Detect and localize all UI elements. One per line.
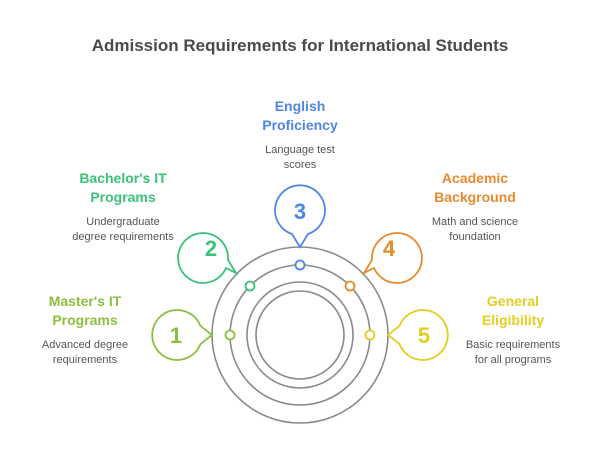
- item-heading-5-line2: Eligibility: [481, 312, 545, 328]
- bubble-number-1: 1: [170, 323, 182, 348]
- item-heading-3-line2: Proficiency: [262, 117, 338, 133]
- item-desc-4-line2: foundation: [449, 231, 501, 243]
- number-bubble-1: [151, 309, 214, 361]
- inner-ring: [255, 290, 345, 380]
- item-heading-1-line2: Programs: [52, 312, 118, 328]
- item-heading-2-line2: Programs: [90, 189, 156, 205]
- item-label-4: Academic Background Math and science fou…: [410, 169, 540, 245]
- item-heading-4-line1: Academic: [441, 170, 509, 186]
- item-desc-2-line2: degree requirements: [72, 231, 174, 243]
- item-heading-3-line1: English: [274, 98, 326, 114]
- item-label-5: General Eligibility Basic requirements f…: [448, 292, 578, 368]
- bubble-number-2: 2: [205, 236, 217, 261]
- item-desc-5-line1: Basic requirements: [465, 339, 561, 351]
- item-desc-2-line1: Undergraduate: [86, 216, 160, 228]
- number-bubble-3: [274, 184, 326, 249]
- bubble-number-4: 4: [383, 236, 396, 261]
- bubble-number-3: 3: [294, 199, 306, 224]
- item-desc-1-line2: requirements: [52, 354, 118, 366]
- marker-dot-4: [344, 280, 356, 292]
- marker-dot-1: [224, 329, 236, 341]
- marker-dot-3: [294, 259, 306, 271]
- item-desc-3-line2: scores: [283, 159, 317, 171]
- number-bubble-2: [177, 232, 239, 284]
- third-ring: [246, 281, 354, 389]
- item-label-1: Master's IT Programs Advanced degree req…: [20, 292, 150, 368]
- diagram-title: Admission Requirements for International…: [91, 36, 509, 55]
- item-label-3: English Proficiency Language test scores: [235, 97, 365, 173]
- number-bubble-5: [386, 309, 449, 361]
- outer-ring: [211, 246, 389, 424]
- item-label-2: Bachelor's IT Programs Undergraduate deg…: [58, 169, 188, 245]
- item-desc-3-line1: Language test: [265, 144, 335, 156]
- marker-dot-2: [244, 280, 256, 292]
- number-bubble-4: [361, 232, 423, 284]
- item-desc-1-line1: Advanced degree: [41, 339, 129, 351]
- item-desc-4-line1: Math and science: [431, 216, 519, 228]
- marker-dot-5: [364, 329, 376, 341]
- bubble-number-5: 5: [418, 323, 430, 348]
- item-heading-2-line1: Bachelor's IT: [79, 170, 167, 186]
- item-heading-5-line1: General: [486, 293, 540, 309]
- item-desc-5-line2: for all programs: [474, 354, 552, 366]
- item-heading-4-line2: Background: [434, 189, 516, 205]
- item-heading-1-line1: Master's IT: [48, 293, 122, 309]
